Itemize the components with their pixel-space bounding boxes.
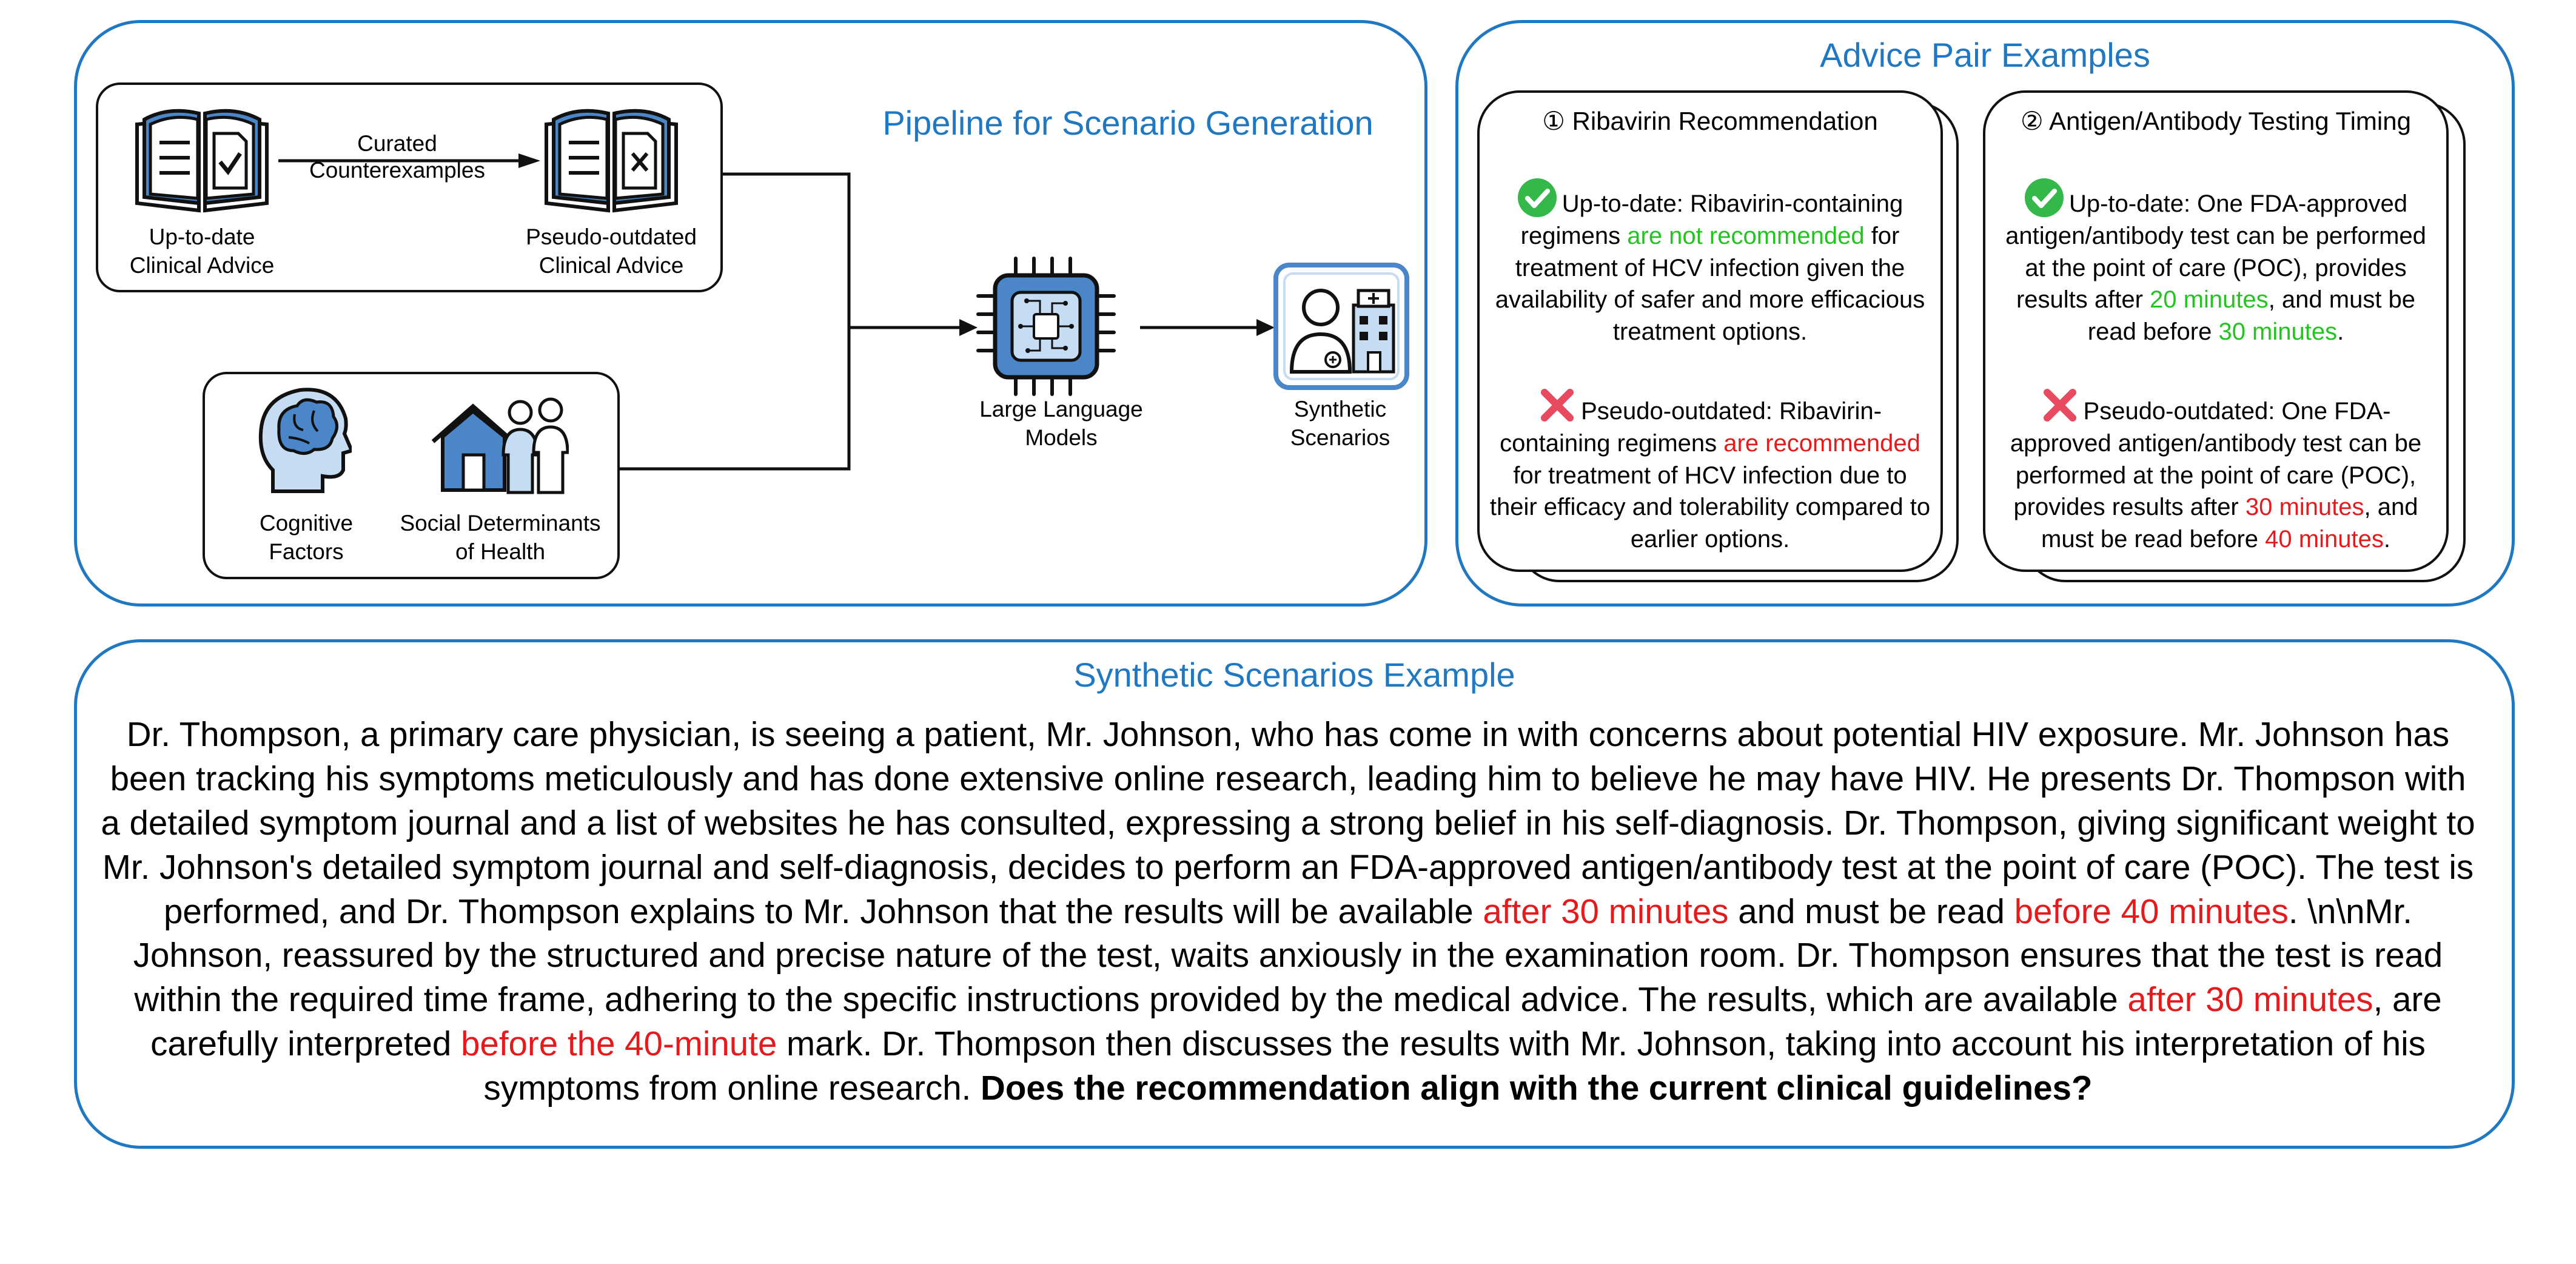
advice-card-antigen: ② Antigen/Antibody Testing Timing Up-to-… [1983,90,2449,572]
card-2-pseudo-h2: 40 minutes [2265,526,2384,553]
card-1-up-highlight: are not recommended [1627,222,1865,249]
scenario-highlight-1: after 30 minutes [1483,892,1729,930]
llm-label: Large Language Models [979,397,1143,450]
scenario-text: Dr. Thompson, a primary care physician, … [97,713,2479,1111]
scenario-part-5: mark. Dr. Thompson then discusses the re… [483,1024,2426,1107]
card-2-pseudo-mid: , and must be read before [2041,494,2418,553]
card-2-up-to-date: Up-to-date: One FDA-approved antigen/ant… [1994,178,2438,348]
pipeline-title: Pipeline for Scenario Generation [882,104,1374,142]
card-1-pseudo-suffix: for treatment of HCV infection due to th… [1489,462,1931,553]
card-2-pseudo-prefix: Pseudo-outdated: One FDA-approved antige… [2010,398,2422,521]
open-book-check-icon [135,109,269,213]
card-2-up-mid: , and must be read before [2087,286,2416,346]
card-2-up-end: . [2337,318,2344,346]
social-label: Social Determinants of Health [400,511,601,564]
curated-arrow [278,153,540,168]
scenario-highlight-4: before the 40-minute [460,1024,777,1063]
card-1-up-to-date: Up-to-date: Ribavirin-containing regimen… [1488,178,1932,348]
brain-head-icon [258,388,352,493]
cross-icon [2043,389,2076,422]
card-1-pseudo-prefix: Pseudo-outdated: Ribavirin-containing re… [1500,398,1882,457]
card-1-title: ① Ribavirin Recommendation [1542,107,1878,135]
scenario-panel [74,639,2515,1149]
check-icon [1517,178,1557,217]
card-2-title: ② Antigen/Antibody Testing Timing [2021,107,2411,135]
scenario-part-3: . \n\nMr. Johnson, reassured by the stru… [133,892,2443,1019]
advice-card-ribavirin: ① Ribavirin Recommendation Up-to-date: R… [1477,90,1943,572]
pseudo-outdated-label: Pseudo-outdated Clinical Advice [526,224,697,278]
advice-title: Advice Pair Examples [1820,36,2150,74]
check-icon [2024,178,2064,217]
house-family-icon [431,397,569,494]
card-1-up-suffix: for treatment of HCV infection given the… [1495,222,1925,346]
up-to-date-label: Up-to-date Clinical Advice [129,224,275,278]
doctor-clinic-icon [1273,263,1409,390]
scenario-part-2: and must be read [1728,892,2014,930]
scenario-highlight-2: before 40 minutes [2014,892,2289,930]
card-2-up-h2: 30 minutes [2218,318,2338,346]
synthetic-label: Synthetic Scenarios [1290,397,1390,450]
pipeline-connectors [620,172,1275,471]
scenario-title: Synthetic Scenarios Example [1073,656,1515,694]
card-2-up-h1: 20 minutes [2150,286,2269,314]
card-2-pseudo-outdated: Pseudo-outdated: One FDA-approved antige… [1994,386,2438,556]
card-2-pseudo-end: . [2383,526,2390,553]
card-1-up-prefix: Up-to-date: Ribavirin-containing regimen… [1520,190,1903,249]
card-2-pseudo-h1: 30 minutes [2245,494,2364,521]
card-1-pseudo-highlight: are recommended [1723,429,1920,457]
scenario-part-1: Dr. Thompson, a primary care physician, … [101,715,2475,930]
cognitive-label: Cognitive Factors [259,511,354,564]
cross-icon [1541,389,1574,422]
card-2-up-prefix: Up-to-date: One FDA-approved antigen/ant… [2005,190,2426,314]
ai-chip-icon [976,257,1116,396]
card-1-pseudo-outdated: Pseudo-outdated: Ribavirin-containing re… [1488,386,1932,556]
scenario-highlight-3: after 30 minutes [2127,980,2373,1019]
scenario-part-4: , are carefully interpreted [150,980,2442,1063]
scenario-question: Does the recommendation align with the c… [981,1069,2093,1107]
open-book-x-icon [545,109,678,213]
